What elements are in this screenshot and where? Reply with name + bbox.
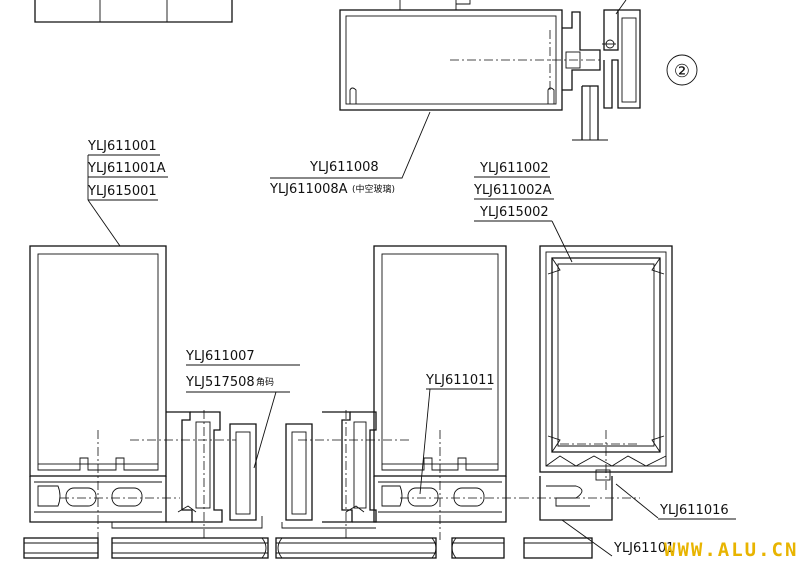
label-ylj611008a: YLJ611008A	[269, 182, 348, 197]
top-label-group: YLJ611008 YLJ611008A (中空玻璃)	[269, 111, 431, 197]
bottom-frame-strip	[23, 537, 593, 559]
label-ylj611008: YLJ611008	[309, 160, 379, 175]
label-ylj517508: YLJ517508	[185, 375, 255, 390]
label-ylj611002a: YLJ611002A	[473, 183, 552, 198]
label-ylj611002: YLJ611002	[479, 161, 549, 176]
profile-ylj611008	[339, 0, 641, 141]
label-ylj615001: YLJ615001	[87, 184, 157, 199]
profile-center-h	[281, 410, 412, 540]
label-ylj611011: YLJ611011	[425, 373, 495, 388]
label-ylj611016: YLJ611016	[659, 503, 729, 518]
top-left-profile	[34, 0, 233, 23]
label-ylj611001: YLJ611001	[87, 139, 157, 154]
right-label-group: YLJ611002 YLJ611002A YLJ615002	[473, 161, 573, 263]
callout-circle: ②	[666, 54, 698, 86]
center-label-group: YLJ611011	[419, 373, 495, 495]
right-bottom-labels: YLJ611016 YLJ61101	[561, 483, 736, 557]
callout-number: ②	[674, 61, 690, 82]
profile-ylj611011	[373, 245, 520, 540]
label-ylj611007: YLJ611007	[185, 349, 255, 364]
watermark-text: WWW.ALU.CN	[664, 539, 798, 561]
mid-label-group: YLJ611007 YLJ517508 角码	[185, 349, 300, 469]
profile-ylj611007	[111, 410, 263, 540]
profile-ylj611002	[520, 245, 673, 521]
label-insulating-glass: (中空玻璃)	[352, 183, 395, 195]
label-ylj615002: YLJ615002	[479, 205, 549, 220]
profile-ylj611001	[29, 245, 180, 540]
left-label-group: YLJ611001 YLJ611001A YLJ615001	[87, 139, 168, 247]
label-ylj61101x: YLJ61101	[613, 541, 674, 556]
label-corner-bracket: 角码	[256, 376, 274, 388]
label-ylj611001a: YLJ611001A	[87, 161, 166, 176]
